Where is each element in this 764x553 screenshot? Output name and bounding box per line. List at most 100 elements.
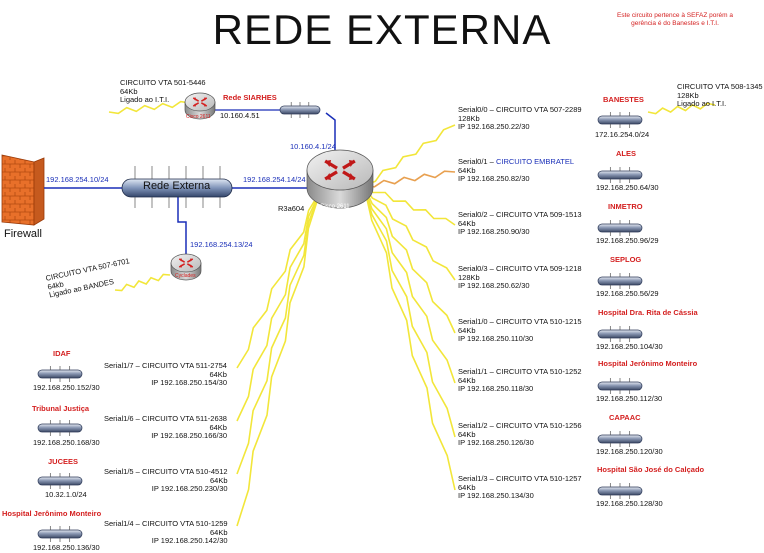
siarhes-circuit: CIRCUITO VTA 501-5446 64Kb Ligado ao I.T… — [120, 78, 206, 105]
banestes-circuit-link: Ligado ao I.T.I. — [677, 99, 727, 109]
banestes-circuit-id: CIRCUITO VTA 508-1345 — [677, 82, 763, 91]
right-serial-1-id: Serial0/1 – — [458, 157, 496, 166]
right-serial-1-circuit: CIRCUITO EMBRATEL — [495, 157, 575, 166]
left-serial-3-speed: 64Kb — [210, 527, 228, 537]
right-site-4-ip: 192.168.250.112/30 — [596, 394, 663, 403]
main-router-top — [306, 149, 374, 191]
left-serial-bolt-0 — [236, 191, 321, 369]
siarhes-circuit-speed: 64Kb — [120, 86, 138, 96]
banestes-label: BANESTES — [603, 95, 644, 104]
left-serial-0: Serial1/7 – CIRCUITO VTA 511-2754 64Kb I… — [104, 361, 227, 388]
siarhes-circuit-id: CIRCUITO VTA 501-5446 — [120, 78, 206, 87]
left-serial-3-ip: IP 192.168.250.142/30 — [151, 536, 228, 546]
right-site-hub-5-body — [597, 381, 643, 391]
siarhes-router-model: Cisco 2611 — [186, 114, 211, 120]
right-site-0-name: ALES — [616, 149, 637, 158]
rede-externa-label: Rede Externa — [143, 180, 211, 192]
left-serial-0-speed: 64Kb — [209, 369, 227, 379]
left-site-2-name: JUCEES — [48, 457, 79, 466]
cyclades-router-arrowhead — [190, 258, 193, 262]
sefaz-note: Este circuito pertence à SEFAZ porém a g… — [617, 12, 733, 27]
left-site-3-name: Hospital Jerônimo Monteiro — [2, 509, 102, 518]
left-site-hub-0-body — [37, 369, 83, 379]
left-serial-1-ip: IP 192.168.250.166/30 — [151, 431, 227, 441]
banestes-circuit-bolt — [647, 102, 716, 115]
right-serial-bolt-2 — [363, 185, 456, 226]
right-serial-6-id: Serial1/2 – CIRCUITO VTA 510-1256 — [458, 421, 582, 430]
left-serial-1-speed: 64Kb — [209, 422, 227, 432]
right-serial-4-speed: 64Kb — [458, 325, 476, 335]
firewall-label: Firewall — [4, 228, 42, 240]
main-router-ip: 192.168.254.14/24 — [243, 175, 306, 184]
siarhes-label: Rede SIARHES — [223, 93, 277, 102]
main-router-host: R3a604 — [278, 204, 305, 213]
right-site-3-name: Hospital Dra. Rita de Cássia — [598, 308, 698, 317]
left-serial-3: Serial1/4 – CIRCUITO VTA 510-1259 64Kb I… — [104, 519, 228, 546]
right-site-2-ip: 192.168.250.56/29 — [596, 289, 659, 298]
right-serial-2: Serial0/2 – CIRCUITO VTA 509-1513 64Kb I… — [458, 210, 582, 237]
right-serial-4: Serial1/0 – CIRCUITO VTA 510-1215 64Kb I… — [458, 317, 582, 344]
left-serial-2: Serial1/5 – CIRCUITO VTA 510-4512 64Kb I… — [104, 467, 228, 494]
left-site-hub-3-body — [37, 529, 83, 539]
siarhes-hub-ip: 10.160.4.1/24 — [290, 142, 336, 151]
right-serial-bolt-4 — [363, 185, 456, 334]
banestes-circuit: CIRCUITO VTA 508-1345 128Kb Ligado ao I.… — [677, 82, 763, 109]
right-site-2-name: SEPLOG — [610, 255, 642, 264]
right-serial-bolt-5 — [363, 185, 456, 384]
right-serial-6-ip: IP 192.168.250.126/30 — [458, 438, 534, 448]
siarhes-circuit-link: Ligado ao I.T.I. — [120, 95, 170, 105]
right-serial-7-ip: IP 192.168.250.134/30 — [458, 491, 534, 501]
right-site-6-name: Hospital São José do Calçado — [597, 465, 705, 474]
left-serial-2-id: Serial1/5 – CIRCUITO VTA 510-4512 — [104, 467, 228, 476]
right-serial-2-speed: 64Kb — [458, 218, 476, 228]
right-site-hub-4-body — [597, 329, 643, 339]
cyclades-router-model: Cyclades — [175, 273, 196, 279]
siarhes-router-arrowhead — [193, 97, 196, 101]
siarhes-router-arrowhead — [204, 103, 207, 107]
right-serial-5-ip: IP 192.168.250.118/30 — [458, 384, 534, 394]
left-serial-2-ip: IP 192.168.250.230/30 — [151, 484, 228, 494]
left-site-0-ip: 192.168.250.152/30 — [33, 383, 100, 392]
right-serial-2-ip: IP 192.168.250.90/30 — [458, 227, 530, 237]
left-site-0-name: IDAF — [53, 349, 71, 358]
right-serial-bolt-1 — [363, 170, 456, 188]
right-site-5-ip: 192.168.250.120/30 — [596, 447, 663, 456]
firewall-ip: 192.168.254.10/24 — [46, 175, 109, 184]
right-serial-0-speed: 128Kb — [458, 113, 480, 123]
right-serial-3: Serial0/3 – CIRCUITO VTA 509-1218 128Kb … — [458, 264, 582, 291]
right-site-hub-2-body — [597, 223, 643, 233]
right-serial-4-id: Serial1/0 – CIRCUITO VTA 510-1215 — [458, 317, 582, 326]
left-site-1-name: Tribunal Justiça — [32, 404, 90, 413]
right-serial-3-speed: 128Kb — [458, 272, 480, 282]
left-serial-bolt-2 — [236, 191, 321, 475]
left-serial-bolt-3 — [236, 191, 321, 527]
main-router-arrowhead — [348, 173, 355, 180]
right-serial-1: Serial0/1 – CIRCUITO EMBRATEL 64Kb IP 19… — [458, 157, 575, 184]
right-site-hub-1-body — [597, 170, 643, 180]
right-serial-0: Serial0/0 – CIRCUITO VTA 507-2289 128Kb … — [458, 105, 582, 132]
left-site-1-ip: 192.168.250.168/30 — [33, 438, 100, 447]
right-serial-7: Serial1/3 – CIRCUITO VTA 510-1257 64Kb I… — [458, 474, 582, 501]
right-site-6-ip: 192.168.250.128/30 — [596, 499, 663, 508]
main-router-model: Cisco 2611 — [320, 204, 350, 210]
left-site-hub-2-body — [37, 476, 83, 486]
main-router-arrowhead — [348, 160, 355, 167]
right-serial-0-id: Serial0/0 – CIRCUITO VTA 507-2289 — [458, 105, 582, 114]
right-serial-5-speed: 64Kb — [458, 375, 476, 385]
left-serial-0-ip: IP 192.168.250.154/30 — [151, 378, 227, 388]
rede-externa-pipe — [121, 178, 233, 198]
right-serial-3-ip: IP 192.168.250.62/30 — [458, 281, 530, 291]
right-site-4-name: Hospital Jerônimo Monteiro — [598, 359, 698, 368]
cyclades-circuit-bolt — [114, 273, 171, 292]
left-site-3-ip: 192.168.250.136/30 — [33, 543, 100, 552]
cyclades-router-arrowhead — [179, 258, 182, 262]
right-serial-2-id: Serial0/2 – CIRCUITO VTA 509-1513 — [458, 210, 582, 219]
right-serial-3-id: Serial0/3 – CIRCUITO VTA 509-1218 — [458, 264, 582, 273]
siarhes-hub-link — [325, 112, 336, 163]
main-router-arrowhead — [325, 160, 332, 167]
left-serial-2-speed: 64Kb — [210, 475, 228, 485]
right-serial-6-speed: 64Kb — [458, 429, 476, 439]
right-serial-1-ip: IP 192.168.250.82/30 — [458, 174, 530, 184]
